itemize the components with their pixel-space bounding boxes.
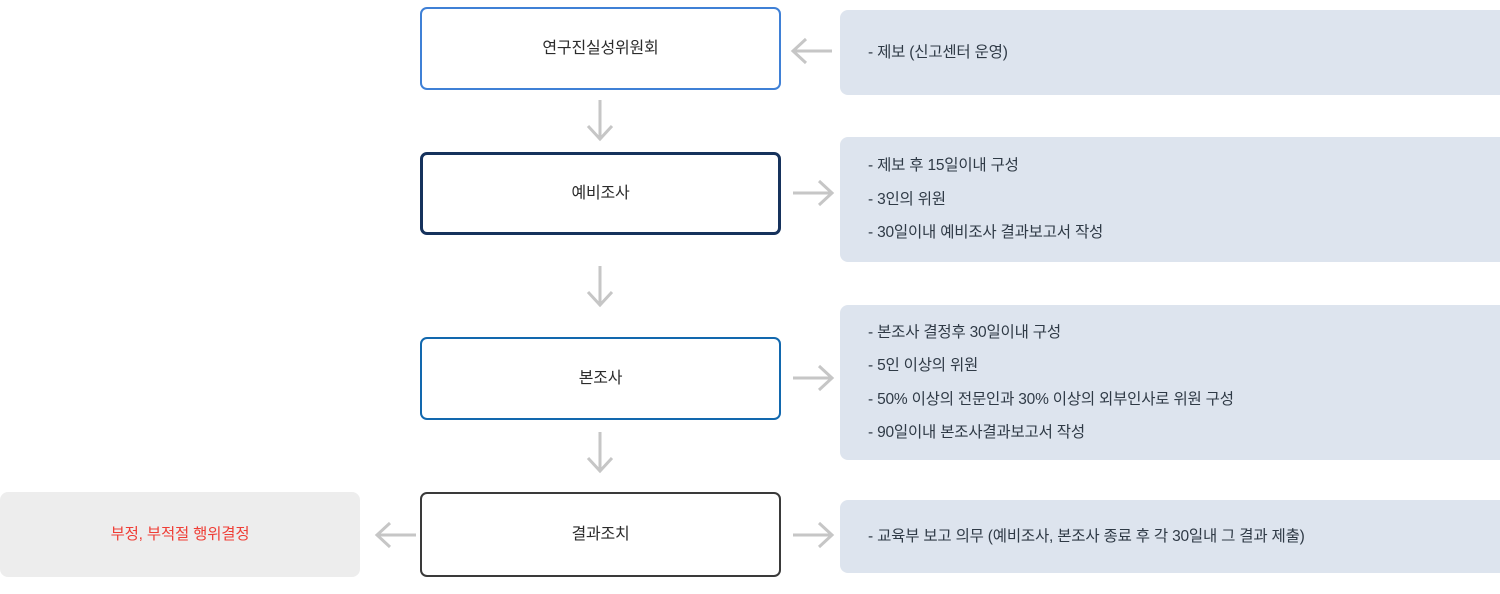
process-box-result-action[interactable]: 결과조치 bbox=[420, 492, 781, 577]
info-line: - 30일이내 예비조사 결과보고서 작성 bbox=[868, 224, 1104, 242]
arrow-right-icon bbox=[789, 517, 837, 553]
arrow-left-icon bbox=[788, 33, 836, 69]
info-line: - 50% 이상의 전문인과 30% 이상의 외부인사로 위원 구성 bbox=[868, 390, 1234, 408]
process-box-label: 연구진실성위원회 bbox=[542, 39, 659, 57]
process-box-label: 예비조사 bbox=[571, 184, 630, 202]
arrow-down-icon bbox=[575, 96, 625, 146]
info-panel-preliminary-details: - 제보 후 15일이내 구성 - 3인의 위원 - 30일이내 예비조사 결과… bbox=[840, 137, 1500, 262]
info-panel-report: - 제보 (신고센터 운영) bbox=[840, 10, 1500, 95]
process-box-main-investigation[interactable]: 본조사 bbox=[420, 337, 781, 420]
info-line: - 본조사 결정후 30일이내 구성 bbox=[868, 323, 1061, 341]
info-panel-main-details: - 본조사 결정후 30일이내 구성 - 5인 이상의 위원 - 50% 이상의… bbox=[840, 305, 1500, 460]
arrow-right-icon bbox=[789, 175, 837, 211]
process-box-label: 결과조치 bbox=[571, 525, 630, 543]
info-line: - 3인의 위원 bbox=[868, 190, 946, 208]
arrow-down-icon bbox=[575, 262, 625, 312]
arrow-left-icon bbox=[372, 517, 420, 553]
arrow-right-icon bbox=[789, 360, 837, 396]
info-line: - 90일이내 본조사결과보고서 작성 bbox=[868, 424, 1085, 441]
info-line: - 제보 (신고센터 운영) bbox=[868, 43, 1008, 61]
process-box-label: 본조사 bbox=[578, 369, 623, 387]
outcome-box-misconduct-decision[interactable]: 부정, 부적절 행위결정 bbox=[0, 492, 360, 577]
arrow-down-icon bbox=[575, 428, 625, 478]
info-line: - 제보 후 15일이내 구성 bbox=[868, 157, 1019, 175]
info-panel-reporting-duty: - 교육부 보고 의무 (예비조사, 본조사 종료 후 각 30일내 그 결과 … bbox=[840, 500, 1500, 573]
process-box-research-integrity-committee[interactable]: 연구진실성위원회 bbox=[420, 7, 781, 90]
info-line: - 5인 이상의 위원 bbox=[868, 357, 979, 374]
process-box-preliminary-investigation[interactable]: 예비조사 bbox=[420, 152, 781, 235]
outcome-box-label: 부정, 부적절 행위결정 bbox=[110, 525, 250, 543]
info-line: - 교육부 보고 의무 (예비조사, 본조사 종료 후 각 30일내 그 결과 … bbox=[868, 527, 1305, 545]
